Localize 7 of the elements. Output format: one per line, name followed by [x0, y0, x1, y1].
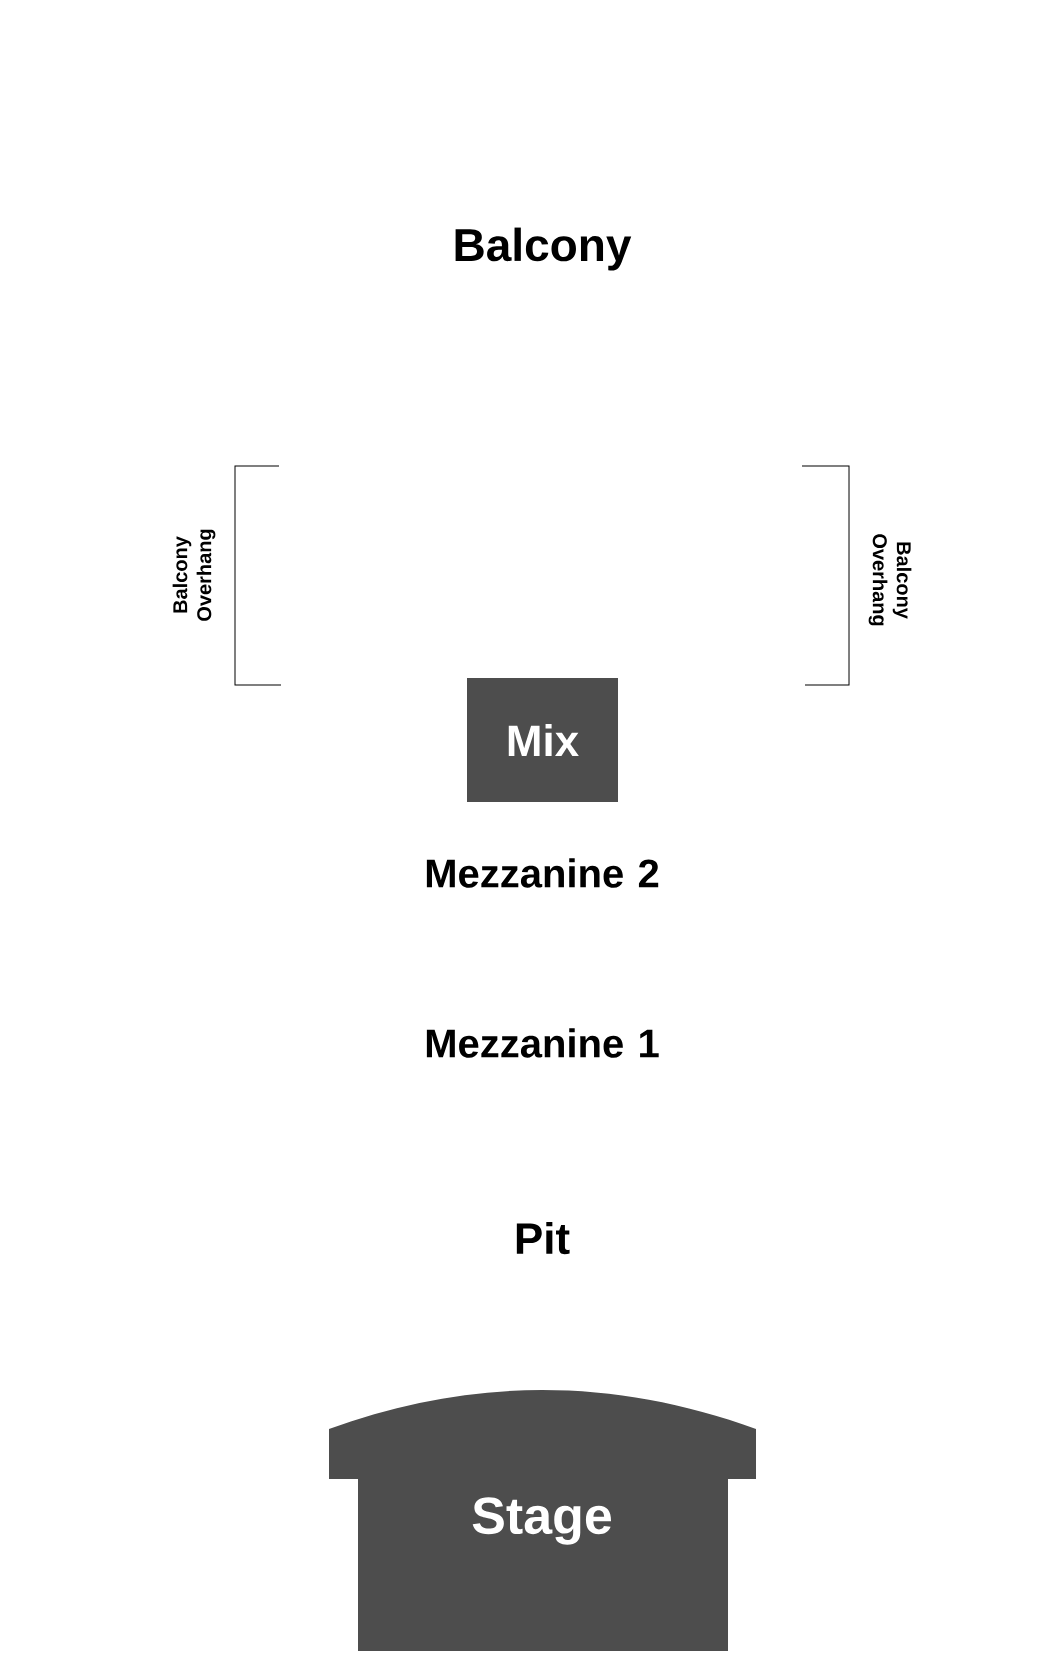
- mix-box: Mix: [467, 678, 618, 802]
- section-label: Mezzanine 2: [426, 858, 659, 888]
- overhang-label: Balcony Overhang: [172, 529, 216, 621]
- overhang-label: Balcony Overhang: [868, 534, 912, 626]
- section-label: Balcony: [455, 227, 632, 271]
- section-label: Pit: [516, 1221, 570, 1255]
- section-label: Mezzanine 1: [426, 1028, 659, 1058]
